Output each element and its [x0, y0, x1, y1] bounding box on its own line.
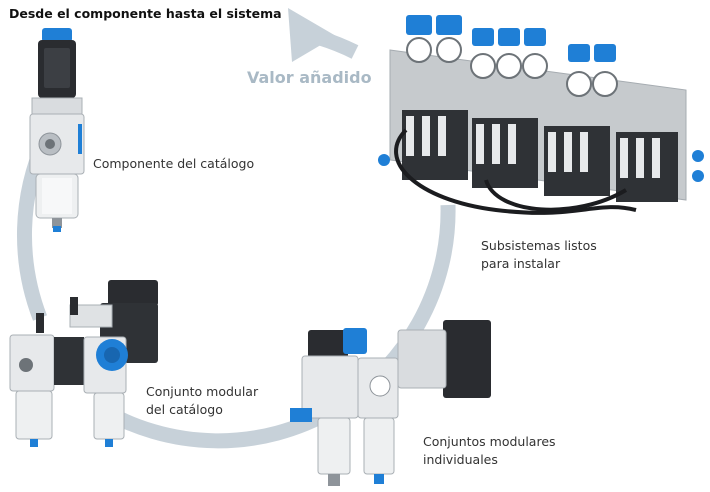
value-added-label: Valor añadido: [247, 68, 372, 87]
stage-label-line: individuales: [423, 452, 498, 467]
page-title: Desde el componente hasta el sistema: [9, 6, 282, 21]
stage-label-line: para instalar: [481, 256, 561, 271]
stage-label-line: Subsistemas listos: [481, 238, 597, 253]
stage-label-line: del catálogo: [146, 402, 223, 417]
stage-label-catalog-component: Componente del catálogo: [93, 155, 254, 173]
stage-label-subsystems: Subsistemas listos para instalar: [481, 237, 597, 273]
stage-label-line: Conjunto modular: [146, 384, 259, 399]
modular-assembly-icon: [9, 280, 158, 447]
stage-label-catalog-modular: Conjunto modular del catálogo: [146, 383, 258, 419]
subsystem-panel-icon: [378, 15, 704, 215]
stage-label-custom-modular: Conjuntos modulares individuales: [423, 433, 556, 469]
stage-label-line: Conjuntos modulares: [423, 434, 556, 449]
stage-label-line: Componente del catálogo: [93, 156, 255, 171]
custom-modular-assembly-icon: [290, 320, 491, 486]
catalog-component-icon: [29, 28, 85, 232]
